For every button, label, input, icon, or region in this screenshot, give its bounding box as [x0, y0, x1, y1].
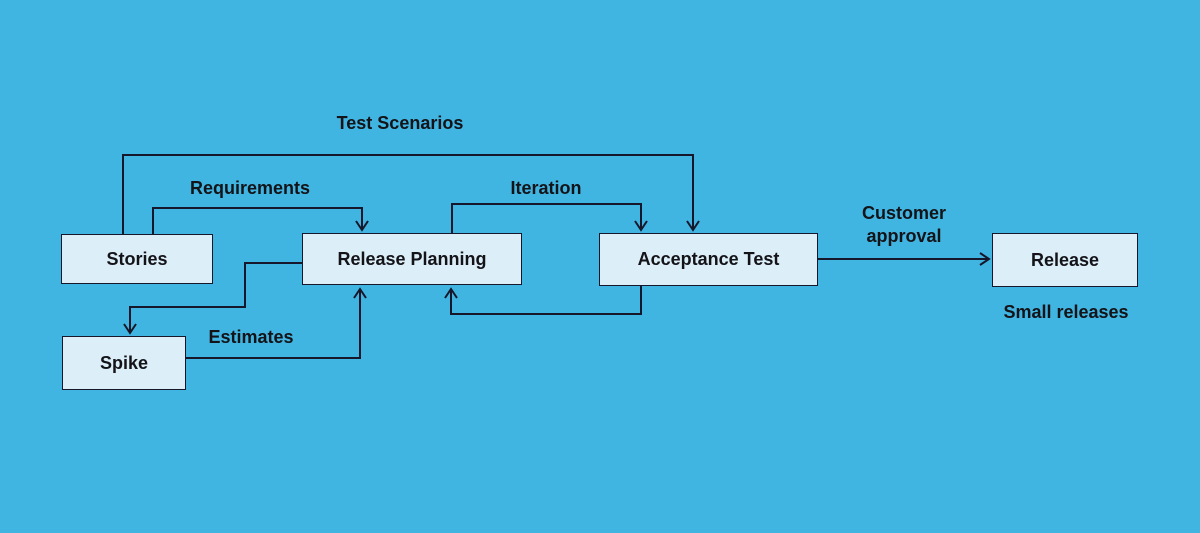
- edge-label-iteration: Iteration: [510, 178, 582, 198]
- edge-label-estimates: Estimates: [208, 327, 294, 347]
- edge-stories-acceptance-test: [122, 154, 700, 234]
- node-acceptance-test: Acceptance Test: [599, 233, 818, 286]
- edge-release-planning-acceptance-test: [451, 203, 648, 233]
- node-release-planning: Release Planning: [302, 233, 522, 285]
- edge-stories-release-planning: [152, 207, 369, 234]
- edge-release-planning-spike: [123, 262, 302, 335]
- edge-label-small-releases: Small releases: [1003, 302, 1129, 322]
- node-release: Release: [992, 233, 1138, 287]
- edge-label-test-scenarios: Test Scenarios: [336, 113, 464, 133]
- node-spike: Spike: [62, 336, 186, 390]
- edge-label-customer-approval: Customer approval: [861, 203, 946, 246]
- node-stories: Stories: [61, 234, 213, 284]
- edge-label-requirements: Requirements: [189, 178, 311, 198]
- edge-acceptance-test-release-planning: [444, 286, 642, 315]
- edge-spike-release-planning: [186, 287, 367, 359]
